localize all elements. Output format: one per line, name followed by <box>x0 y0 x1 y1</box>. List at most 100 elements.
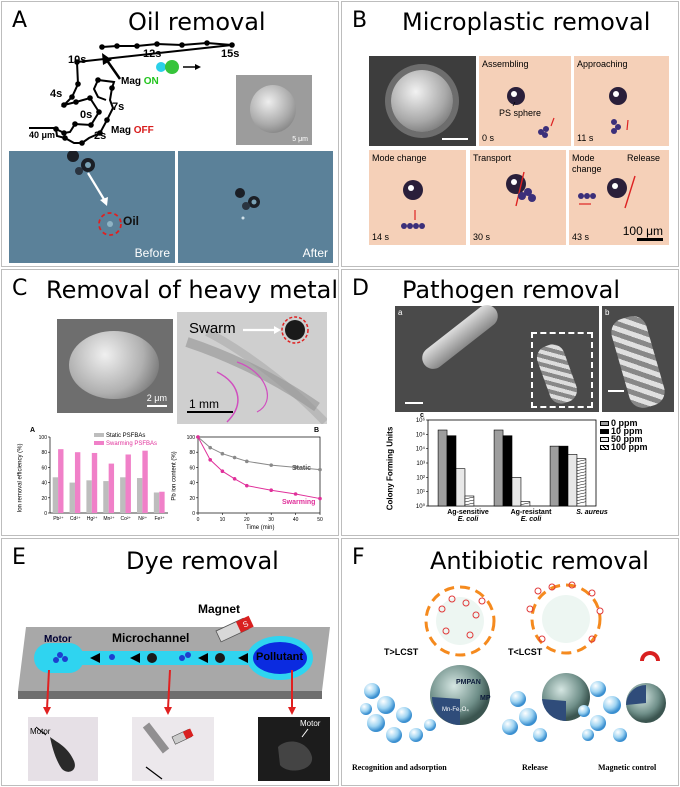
panel-e: E Dye removal S Magnet Motor Microchanne… <box>1 538 339 786</box>
panel-c-title: Removal of heavy metals <box>46 276 339 304</box>
legend-swarming-label: Swarming PSFBAs <box>106 441 158 447</box>
line-b-point <box>196 435 200 439</box>
motor-label: Motor <box>44 634 72 645</box>
line-b-series-line <box>197 436 321 500</box>
legend-static: Static PSFBAs <box>94 433 145 439</box>
micrograph-motor-1: Motor <box>28 717 98 781</box>
chart-b-xlabel: Time (min) <box>246 525 275 531</box>
caption-magnetic-control: Magnetic control <box>598 763 657 772</box>
frame-approaching: Approaching 11 s <box>574 56 669 146</box>
swarm-image: Swarm 1 mm <box>177 312 327 424</box>
time-4s: 4s <box>50 88 63 100</box>
group-label-2: Ag-resistant E. coli <box>501 509 561 523</box>
cfu-hatch <box>576 468 586 471</box>
frame-release-time: 43 s <box>572 232 590 242</box>
panel-letter-d: D <box>352 276 369 301</box>
scale-bar-line <box>637 238 663 241</box>
bar-a-bar <box>91 452 98 513</box>
frame-approaching-drawing <box>609 87 629 134</box>
cfu-hatch <box>576 495 586 498</box>
cfu-bar <box>558 445 569 507</box>
line-b-point <box>293 492 298 496</box>
mp-label: MP <box>480 695 491 702</box>
pollutant-label: Pollutant <box>256 651 304 663</box>
micrograph-3-drawing <box>278 728 313 771</box>
sem-image-bacteria-b: b <box>602 306 674 412</box>
scale-bar-100um: 100 μm <box>622 224 663 238</box>
bar-a-bar <box>153 492 160 513</box>
panel-b-title: Microplastic removal <box>402 8 651 36</box>
cfu-bar <box>567 454 578 507</box>
swarm-drawing <box>185 316 327 424</box>
sem-image-pollen-c: 2 μm <box>57 319 173 413</box>
cfu-bar <box>493 429 504 507</box>
line-b-xtick-label: 20 <box>244 517 250 523</box>
caption-release: Release <box>522 763 548 772</box>
bar-a-category-label: Co²⁺ <box>121 516 132 522</box>
frame-transport-time: 30 s <box>473 232 491 242</box>
bar-a-bar <box>159 491 165 513</box>
mag-on-label: Mag ON <box>121 76 159 87</box>
cfu-ytick-label: 10² <box>416 475 425 481</box>
chart-b-letter: B <box>314 427 320 434</box>
group-1-line2: E. coli <box>457 516 479 523</box>
frame-mode-change-1-drawing <box>401 180 425 229</box>
scale-2um: 2 μm <box>146 393 167 403</box>
time-12s: 12s <box>143 48 162 60</box>
group-2-line2: E. coli <box>520 516 542 523</box>
cfu-hatch <box>464 502 474 506</box>
panel-d-title: Pathogen removal <box>402 276 620 304</box>
bar-a-bar <box>86 480 92 513</box>
bar-a-bar <box>136 478 143 513</box>
bar-a-ytick-label: 100 <box>39 435 48 441</box>
frame-assembling: Assembling PS sphere 0 s <box>479 56 571 146</box>
micrograph-2-drawing <box>142 722 194 780</box>
legend-0ppm-label: 0 ppm <box>611 418 638 428</box>
frame-release-drawing <box>578 175 636 209</box>
bar-a-bar <box>69 482 75 513</box>
sem-scale-label: 5 μm <box>292 136 308 143</box>
panel-letter-c: C <box>12 276 28 301</box>
time-10s: 10s <box>68 54 87 66</box>
frame-release-mode-label: Mode change <box>572 153 602 174</box>
time-2s: 2s <box>94 130 107 142</box>
bar-a-category-label: Fe³⁺ <box>155 516 166 522</box>
panel-f-title: Antibiotic removal <box>430 547 649 575</box>
before-label: Before <box>134 246 170 260</box>
cfu-hatch <box>520 502 530 505</box>
cfu-hatch <box>576 489 586 492</box>
frame-release: Mode change Release 43 s 100 μm <box>569 150 669 245</box>
micrograph-motor-2 <box>132 717 214 781</box>
time-15s: 15s <box>221 48 240 60</box>
bar-a-ytick-label: 40 <box>41 481 47 487</box>
oil-trajectory <box>29 40 235 146</box>
line-b-point <box>208 458 212 462</box>
mag-on-state: ON <box>143 76 159 87</box>
legend-swarming: Swarming PSFBAs <box>94 441 157 447</box>
after-label: After <box>302 246 328 260</box>
line-b-ytick-label: 0 <box>192 511 195 517</box>
panel-a: A Oil removal 10s 12s 15s 4s 7s 0s 2s Ma… <box>1 1 339 267</box>
photo-after: After <box>178 151 333 263</box>
legend-50ppm-label: 50 ppm <box>611 434 643 444</box>
cfu-bar <box>446 435 457 507</box>
photo-before: Oil Before <box>9 151 175 263</box>
panel-b: B Microplastic removal Assembling PS sph… <box>341 1 679 267</box>
frame-assembling-time: 0 s <box>482 133 495 143</box>
micrograph-motor-3: Motor <box>258 717 330 781</box>
bar-a-bar <box>108 463 115 513</box>
frame-assembling-label: Assembling <box>482 59 529 69</box>
bar-a-bar <box>58 449 64 513</box>
cfu-ytick-label: 10⁶ <box>416 417 426 424</box>
cfu-hatch <box>576 465 586 468</box>
scale-1mm: 1 mm <box>189 397 219 411</box>
line-b-ytick-label: 80 <box>189 450 195 456</box>
line-b-point <box>208 445 212 450</box>
time-7s: 7s <box>112 101 125 113</box>
bar-a-ytick-label: 0 <box>44 511 47 517</box>
cfu-hatch <box>576 501 586 504</box>
microchannel-diagram: S <box>18 615 330 715</box>
legend-100ppm: 100 ppm <box>600 442 648 452</box>
